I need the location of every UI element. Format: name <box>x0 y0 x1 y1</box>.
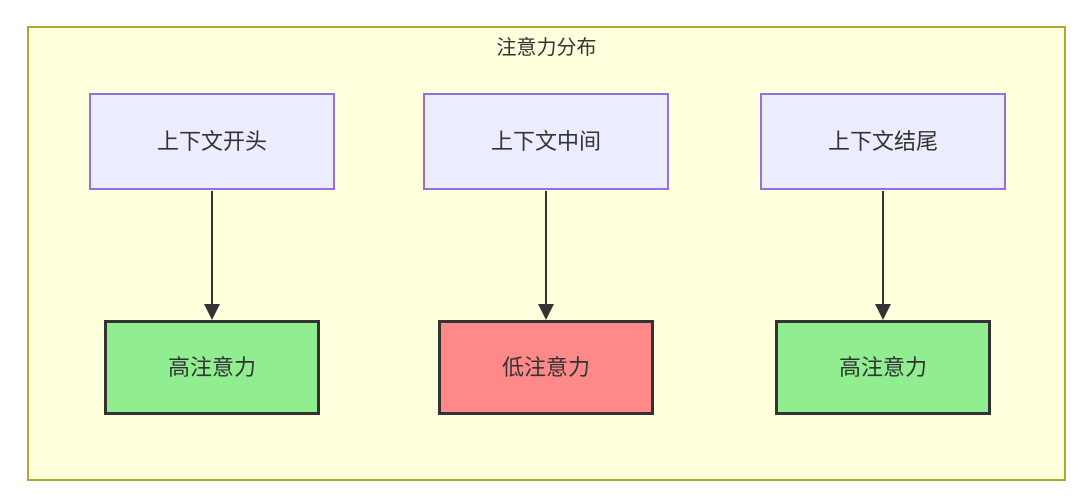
node-label: 上下文结尾 <box>827 128 938 154</box>
node-label: 上下文开头 <box>156 128 267 154</box>
node-label: 上下文中间 <box>490 128 601 154</box>
node-high-attention-left: 高注意力 <box>104 320 320 415</box>
node-low-attention-middle: 低注意力 <box>438 320 654 415</box>
node-label: 高注意力 <box>838 354 927 380</box>
subgraph-title: 注意力分布 <box>496 37 597 59</box>
node-context-middle: 上下文中间 <box>423 93 669 190</box>
node-label: 高注意力 <box>167 354 256 380</box>
node-label: 低注意力 <box>501 354 590 380</box>
node-context-start: 上下文开头 <box>89 93 335 190</box>
node-context-end: 上下文结尾 <box>760 93 1006 190</box>
node-high-attention-right: 高注意力 <box>775 320 991 415</box>
